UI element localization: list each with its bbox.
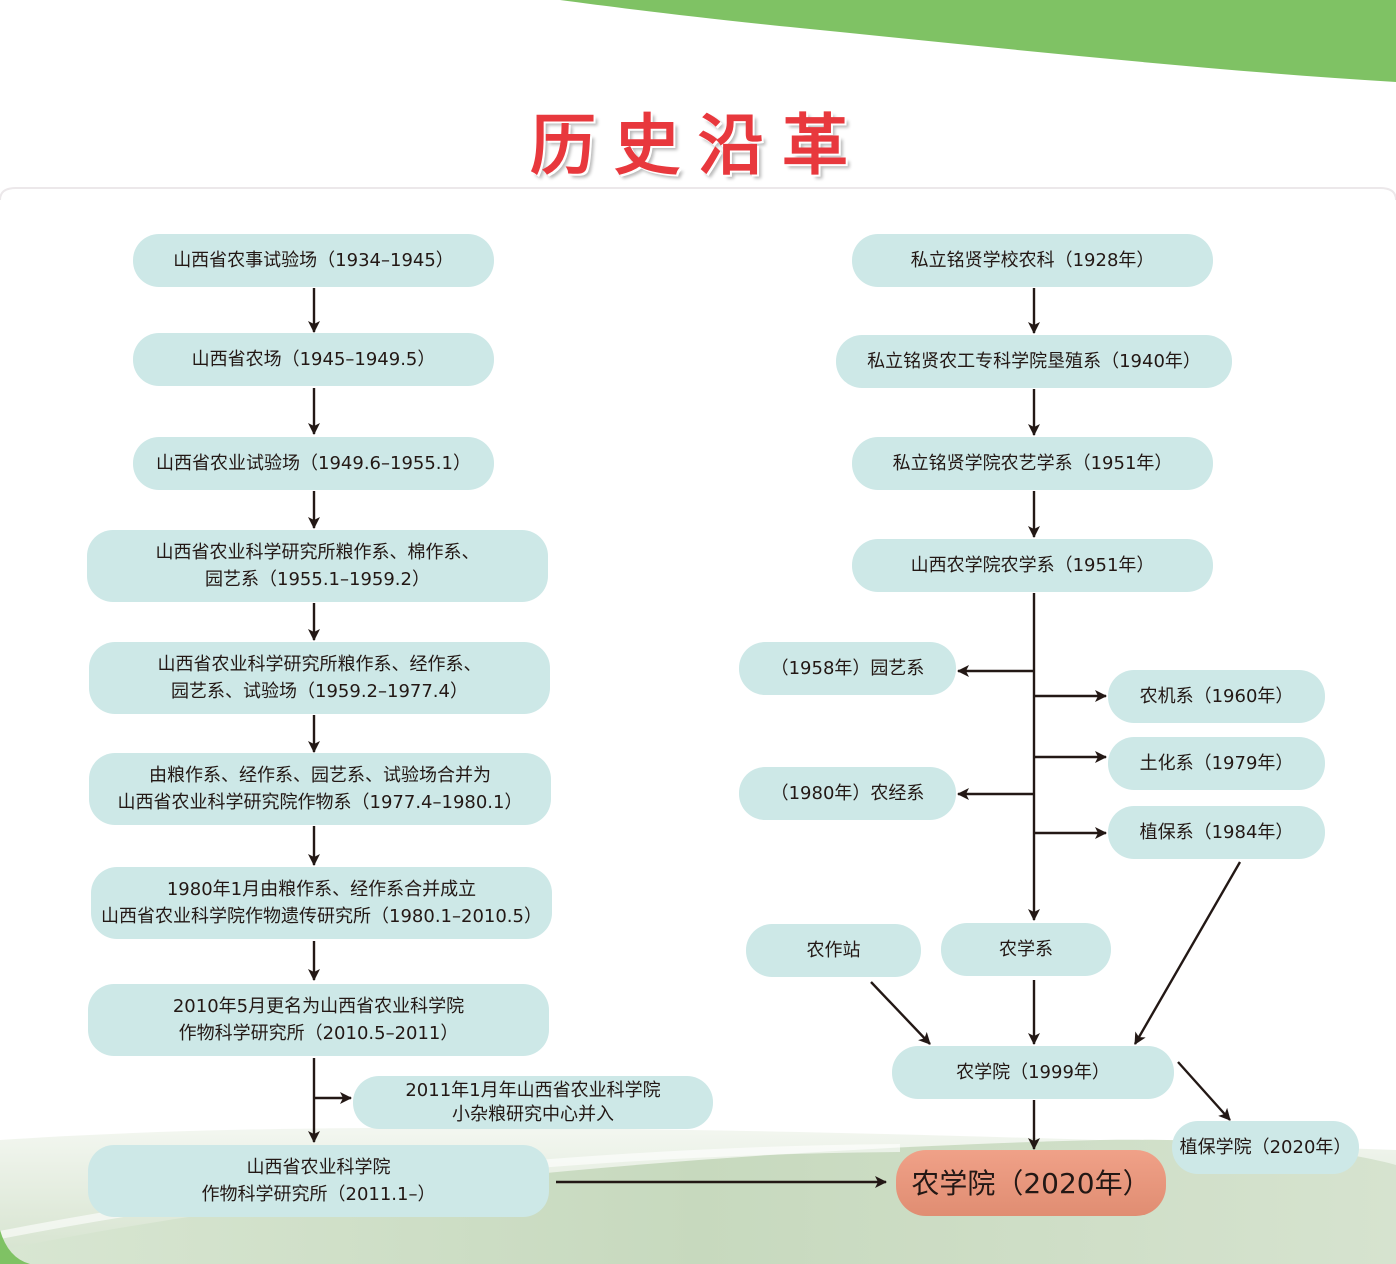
node-mingxian-school-agri: 私立铭贤学校农科（1928年） (852, 234, 1213, 287)
node-label-line: 园艺系、试验场（1959.2–1977.4） (171, 681, 468, 702)
node-label: （1980年）农经系 (770, 783, 925, 804)
node-label-line: 山西省农业科学研究所粮作系、棉作系、 (155, 542, 480, 563)
page-title: 历史沿革 (530, 106, 866, 184)
node-label: 山西省农场（1945–1949.5） (191, 349, 436, 370)
node-shanxi-agri-college-agronomy: 山西农学院农学系（1951年） (852, 539, 1213, 592)
node-label-line: 山西省农业科学院作物遗传研究所（1980.1–2010.5） (101, 906, 542, 927)
node-label: 土化系（1979年） (1139, 753, 1294, 774)
node-mingxian-agronomy-dept: 私立铭贤学院农艺学系（1951年） (852, 437, 1213, 490)
node-minor-grains-center-merge: 2011年1月年山西省农业科学院 小杂粮研究中心并入 (353, 1076, 713, 1129)
node-label: 农机系（1960年） (1139, 686, 1294, 707)
node-label-line: 山西省农业科学院 (246, 1157, 391, 1178)
node-label: 植保系（1984年） (1139, 822, 1294, 843)
node-label: 农学系 (999, 939, 1053, 960)
node-plant-protection-college-2020: 植保学院（2020年） (1172, 1121, 1359, 1174)
node-agri-economics-dept-1980: （1980年）农经系 (739, 767, 956, 820)
node-label: 私立铭贤学校农科（1928年） (910, 250, 1155, 271)
node-label: 农学院（2020年） (911, 1166, 1151, 1200)
node-label: 山西省农业试验场（1949.6–1955.1） (156, 453, 471, 474)
node-crop-science-institute-2011: 山西省农业科学院 作物科学研究所（2011.1–） (88, 1145, 549, 1217)
node-agri-machinery-dept-1960: 农机系（1960年） (1108, 670, 1325, 723)
node-crop-genetics-institute-1980: 1980年1月由粮作系、经作系合并成立 山西省农业科学院作物遗传研究所（1980… (91, 867, 552, 939)
node-label: 植保学院（2020年） (1179, 1137, 1352, 1158)
node-label-line: 作物科学研究所（2011.1–） (201, 1184, 436, 1205)
node-label-line: 山西省农业科学研究所粮作系、经作系、 (157, 654, 482, 675)
node-label: 山西农学院农学系（1951年） (910, 555, 1155, 576)
node-label-line: 2010年5月更名为山西省农业科学院 (172, 996, 465, 1017)
node-label-line: 2011年1月年山西省农业科学院 (405, 1079, 661, 1101)
node-research-institute-1955: 山西省农业科学研究所粮作系、棉作系、 园艺系（1955.1–1959.2） (87, 530, 548, 602)
node-horticulture-dept-1958: （1958年）园艺系 (739, 642, 956, 695)
node-label-line: 小杂粮研究中心并入 (451, 1103, 614, 1125)
node-shanxi-agri-experiment-station: 山西省农业试验场（1949.6–1955.1） (133, 437, 494, 490)
node-plant-protection-dept-1984: 植保系（1984年） (1108, 806, 1325, 859)
node-agri-station: 农作站 (746, 924, 921, 977)
top-green-band (560, 0, 1396, 82)
node-agri-college-2020-final: 农学院（2020年） (896, 1150, 1166, 1216)
node-research-institute-1959: 山西省农业科学研究所粮作系、经作系、 园艺系、试验场（1959.2–1977.4… (89, 642, 550, 714)
node-label: （1958年）园艺系 (770, 658, 925, 679)
node-soil-chemistry-dept-1979: 土化系（1979年） (1108, 737, 1325, 790)
node-shanxi-farm: 山西省农场（1945–1949.5） (133, 333, 494, 386)
node-shanxi-agri-affairs-station: 山西省农事试验场（1934–1945） (133, 234, 494, 287)
bottom-left-green-corner (0, 1230, 30, 1264)
node-crop-department-1977: 由粮作系、经作系、园艺系、试验场合并为 山西省农业科学研究院作物系（1977.4… (89, 753, 551, 825)
node-agri-college-1999: 农学院（1999年） (892, 1046, 1174, 1099)
node-label: 农学院（1999年） (956, 1062, 1110, 1083)
node-agronomy-dept: 农学系 (941, 923, 1111, 976)
node-label-line: 园艺系（1955.1–1959.2） (205, 569, 430, 590)
node-crop-science-institute-2010: 2010年5月更名为山西省农业科学院 作物科学研究所（2010.5–2011） (88, 984, 549, 1056)
node-label: 农作站 (806, 940, 861, 961)
node-label-line: 1980年1月由粮作系、经作系合并成立 (166, 879, 477, 900)
node-label: 私立铭贤学院农艺学系（1951年） (892, 453, 1173, 474)
node-mingxian-college-reclamation: 私立铭贤农工专科学院垦殖系（1940年） (836, 335, 1232, 388)
node-label-line: 由粮作系、经作系、园艺系、试验场合并为 (149, 765, 491, 786)
node-label-line: 山西省农业科学研究院作物系（1977.4–1980.1） (117, 792, 523, 813)
node-label: 私立铭贤农工专科学院垦殖系（1940年） (867, 351, 1201, 372)
panel-border (0, 187, 1396, 201)
node-label: 山西省农事试验场（1934–1945） (173, 250, 454, 271)
node-label-line: 作物科学研究所（2010.5–2011） (178, 1023, 459, 1044)
